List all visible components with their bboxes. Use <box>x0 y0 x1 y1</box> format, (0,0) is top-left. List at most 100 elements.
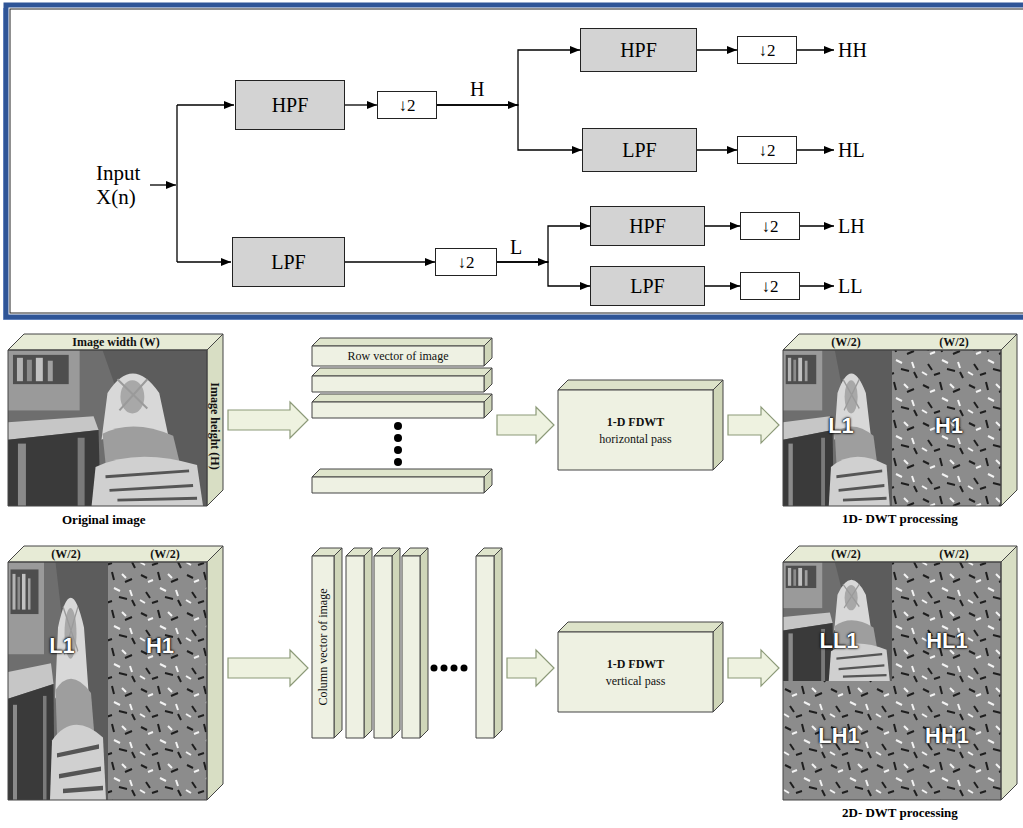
block-arrow <box>507 650 554 686</box>
filter-box: HPF <box>235 80 345 130</box>
output-name: HH <box>838 39 867 61</box>
downsample-box: ↓2 <box>740 212 800 240</box>
shape-face <box>783 546 1017 562</box>
block-arrow <box>497 407 554 443</box>
downsample-box: ↓2 <box>377 91 437 119</box>
image-frame-outline <box>783 546 1017 800</box>
downsample-box: ↓2 <box>737 136 797 164</box>
image-frame: (W/2)(W/2)L1H1 <box>8 546 223 800</box>
shape-face <box>8 350 207 506</box>
shape-face <box>558 622 723 632</box>
downsample-box: ↓2 <box>737 36 797 64</box>
vector-label: Row vector of image <box>348 350 449 362</box>
dimension-label: (W/2) <box>831 548 860 560</box>
image-frame-outline <box>8 546 223 800</box>
shape-face <box>8 334 223 350</box>
shape-face <box>420 548 428 738</box>
photo <box>8 562 108 800</box>
vector-label: Column vector of image <box>317 589 329 706</box>
photo <box>783 350 892 506</box>
output-wire <box>797 149 834 150</box>
signal-wire <box>150 50 834 286</box>
subband-label: HL1 <box>926 630 968 652</box>
shape-face <box>484 469 492 493</box>
shape-face <box>312 469 492 477</box>
filter-box: HPF <box>580 28 697 72</box>
block-subtitle: vertical pass <box>606 675 666 687</box>
dimension-label: (W/2) <box>831 336 860 348</box>
shape-face <box>558 380 723 390</box>
block-arrow <box>728 650 779 686</box>
downsample-label: ↓2 <box>759 42 776 59</box>
image-frame-outline <box>783 334 1017 506</box>
image-caption: Original image <box>62 513 145 527</box>
subband-label: H1 <box>146 635 174 657</box>
downsample-label: ↓2 <box>762 218 779 235</box>
signal-arrow <box>697 149 737 150</box>
shape-face <box>207 334 223 506</box>
block-title: 1-D FDWT <box>607 658 665 670</box>
subband-label: LL1 <box>819 630 858 652</box>
shape-face <box>8 562 207 800</box>
shape-face <box>312 394 492 402</box>
signal-arrow <box>697 49 737 50</box>
filter-name: HPF <box>629 216 666 236</box>
image-frame: (W/2)(W/2)LL1HL1LH1HH1 <box>783 546 1017 800</box>
shape-face <box>484 338 492 366</box>
filter-box: HPF <box>590 206 705 246</box>
panel-inner-line <box>10 9 1023 313</box>
shape-face <box>713 380 723 470</box>
shape-face <box>713 622 723 712</box>
shape-face <box>783 334 1017 350</box>
subband-label: L1 <box>828 415 854 437</box>
dimension-label: (W/2) <box>51 548 80 560</box>
signal-arrow <box>497 226 590 262</box>
downsample-label: ↓2 <box>399 97 416 114</box>
filter-box: LPF <box>590 266 705 306</box>
photo <box>8 350 1001 800</box>
input-wire <box>177 104 234 105</box>
input-label: Input X(n) <box>96 161 160 209</box>
output-wire <box>797 49 834 50</box>
block-subtitle: horizontal pass <box>599 433 671 445</box>
downsample-label: ↓2 <box>458 254 475 271</box>
input-wire <box>150 184 176 185</box>
signal-arrow <box>345 104 377 105</box>
shape-face <box>312 556 334 738</box>
subband-label: H1 <box>935 415 963 437</box>
image-frame-outline <box>8 334 223 506</box>
signal-arrow <box>497 262 590 286</box>
shape-face <box>334 548 342 738</box>
image-caption: 2D- DWT processing <box>842 806 958 820</box>
shape-face <box>364 548 372 738</box>
output-name: LH <box>838 215 865 237</box>
shape-face <box>312 368 492 376</box>
fdwt-block: 1-D FDWT vertical pass <box>558 622 723 712</box>
image-caption: 1D- DWT processing <box>842 512 958 526</box>
dimension-label: Image width (W) <box>72 336 159 348</box>
column-vector-stack-outline <box>312 548 502 738</box>
shape-face <box>392 548 400 738</box>
panel-border <box>6 5 1023 317</box>
signal-arrow <box>705 285 740 286</box>
filter-name: LPF <box>271 252 305 272</box>
detail-band <box>892 350 1001 506</box>
block-arrow <box>728 407 779 443</box>
input-wire <box>177 261 231 262</box>
image-frame: Image width (W)Image height (H) <box>8 334 223 506</box>
downsample-box: ↓2 <box>435 248 497 276</box>
column-vector-stack: Column vector of image <box>312 548 502 738</box>
shape-face <box>476 556 494 738</box>
filter-name: HPF <box>272 95 309 115</box>
detail-band <box>892 562 1001 681</box>
shape-face <box>207 546 223 800</box>
filter-box: LPF <box>582 128 697 172</box>
block-arrow <box>228 650 308 686</box>
subband-label: L1 <box>49 635 75 657</box>
filter-name: HPF <box>620 40 657 60</box>
output-name: LL <box>838 275 862 297</box>
shape-face <box>8 546 223 562</box>
output-wire <box>800 225 834 226</box>
